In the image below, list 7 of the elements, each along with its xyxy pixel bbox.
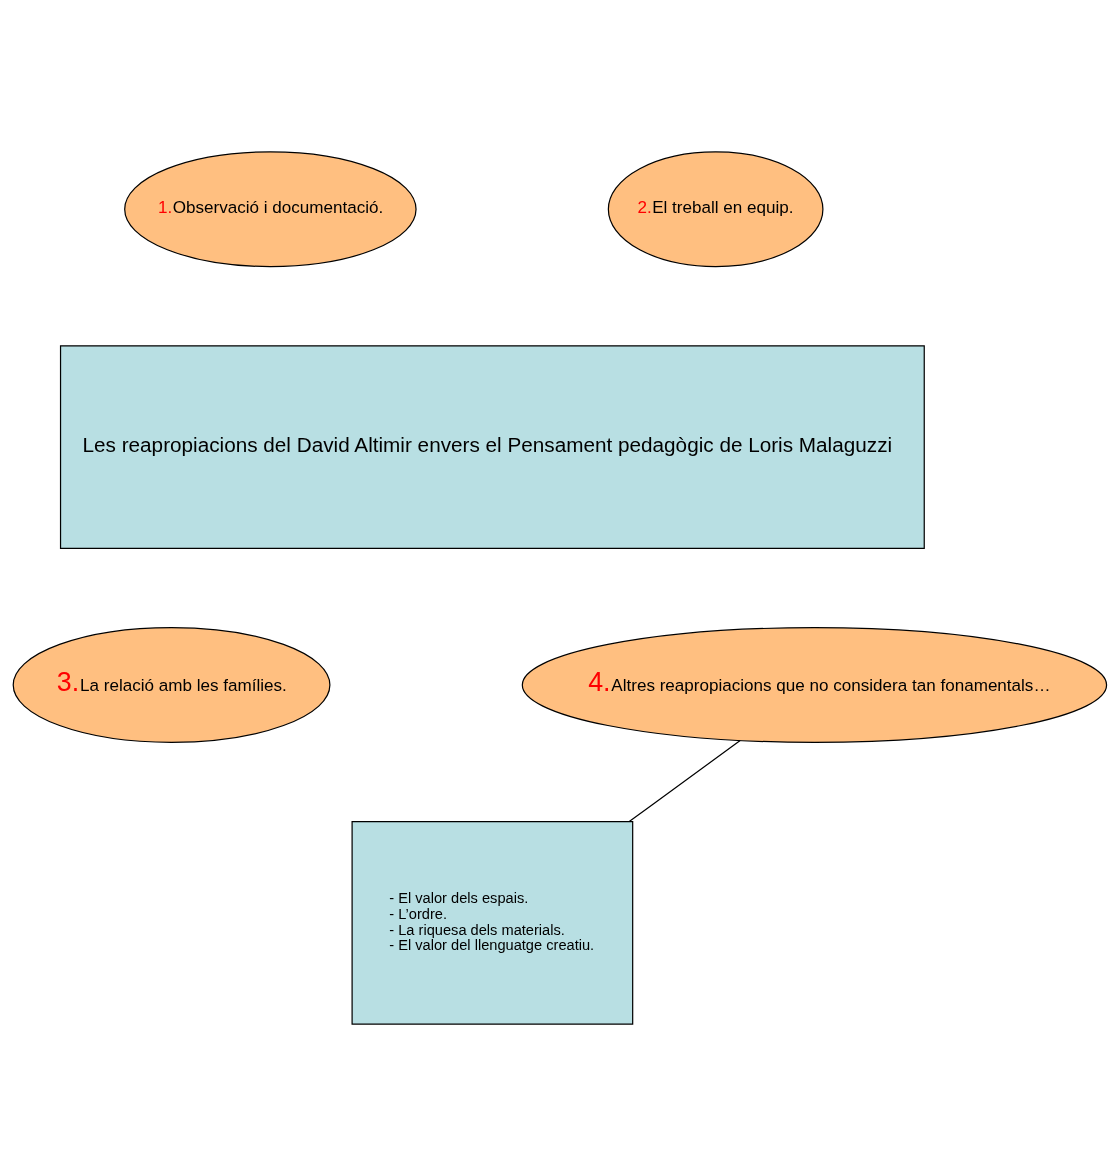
node-ellipse: 3.La relació amb les famílies. — [12, 626, 331, 743]
node-box: Les reapropiacions del David Altimir envers el Pensament pedagògic de Loris Malaguzzi — [59, 344, 925, 549]
node-ellipse: 1.Observació i documentació. — [124, 150, 417, 267]
connector — [628, 739, 741, 822]
node-ellipse: 4.Altres reapropiacions que no considera tan fonamentals… — [521, 626, 1108, 743]
node-box: - El valor dels espais. - L’ordre. - La riquesa dels materials. - El valor del llenguatge creatiu. — [351, 820, 634, 1025]
node-ellipse: 2.El treball en equip. — [607, 150, 824, 267]
